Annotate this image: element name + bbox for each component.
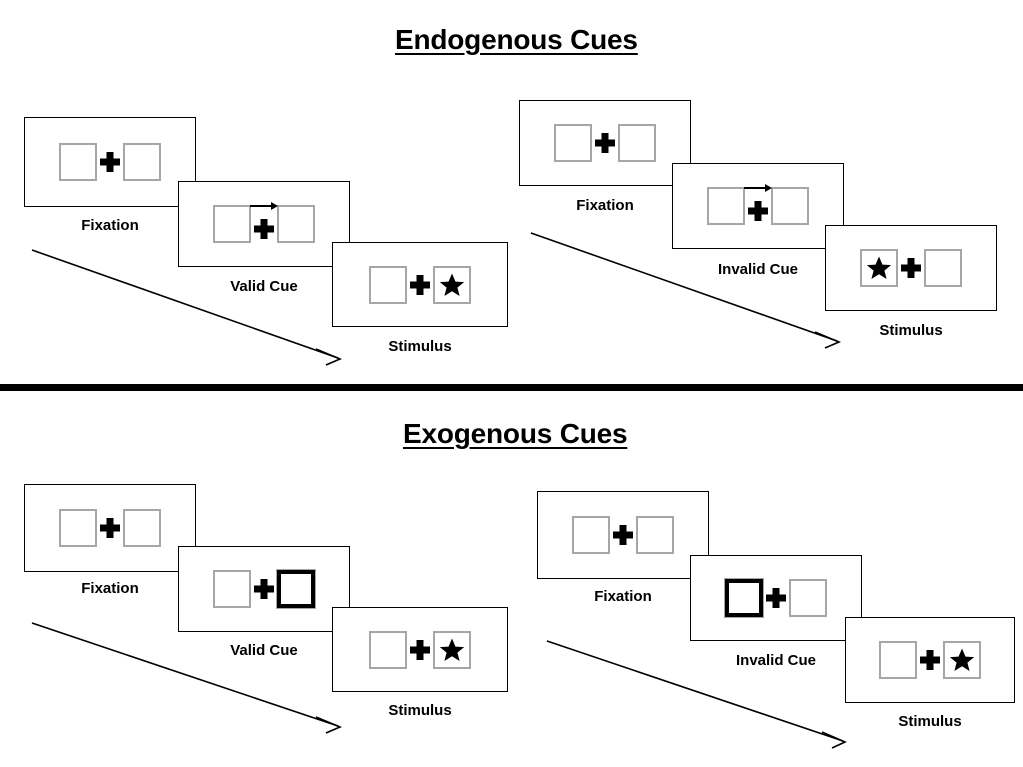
placeholder-box-right: [636, 516, 674, 554]
placeholder-box-right: [123, 143, 161, 181]
placeholder-box-right: [433, 265, 471, 304]
plus-icon: [917, 641, 943, 679]
section-title-exogenous: Exogenous Cues: [403, 418, 628, 449]
section-title-endogenous: Endogenous Cues: [395, 24, 638, 55]
placeholder-box-left: [369, 265, 407, 304]
diagonal-arrow-icon-exo-valid: [30, 621, 350, 736]
plus-icon: [407, 266, 433, 304]
placeholder-box-left: [554, 124, 592, 162]
panel-endo-invalid-fixation: [519, 100, 691, 186]
plus-icon: [898, 249, 924, 287]
caption-endo-invalid-fixation: Fixation: [576, 197, 634, 214]
star-icon: [439, 637, 465, 663]
plus-icon: [763, 579, 789, 617]
plus-icon: [610, 516, 636, 554]
caption-exo-invalid-stimulus: Stimulus: [898, 713, 962, 730]
panel-content: [333, 265, 507, 304]
caption-exo-invalid-cue: Invalid Cue: [735, 652, 817, 669]
placeholder-box-left: [369, 630, 407, 669]
placeholder-box-right-cued: [276, 569, 316, 609]
panel-exo-valid-cue: [178, 546, 350, 632]
plus-icon: [407, 631, 433, 669]
placeholder-box-left: [59, 509, 97, 547]
panel-content: [25, 143, 195, 181]
panel-content: [691, 578, 861, 618]
placeholder-box-left: [59, 143, 97, 181]
panel-content: [333, 630, 507, 669]
placeholder-box-right: [771, 187, 809, 225]
plus-icon: [251, 570, 277, 608]
panel-content: [520, 124, 690, 162]
panel-content: [846, 641, 1014, 679]
caption-endo-invalid-stimulus: Stimulus: [879, 322, 943, 339]
caption-exo-valid-stimulus: Stimulus: [388, 702, 452, 719]
panel-endo-valid-fixation: [24, 117, 196, 207]
right-arrow-icon: [249, 201, 279, 213]
caption-endo-valid-fixation: Fixation: [81, 217, 139, 234]
plus-icon: [97, 143, 123, 181]
placeholder-box-left: [572, 516, 610, 554]
panel-content: [179, 569, 349, 609]
plus-icon: [592, 124, 618, 162]
panel-endo-invalid-stimulus: [825, 225, 997, 311]
plus-icon: [743, 183, 773, 229]
diagonal-arrow-icon-endo-invalid: [529, 231, 849, 351]
plus-icon: [97, 509, 123, 547]
panel-exo-invalid-cue: [690, 555, 862, 641]
right-arrow-icon: [743, 183, 773, 195]
star-icon: [439, 272, 465, 298]
placeholder-box-right: [618, 124, 656, 162]
panel-exo-invalid-fixation: [537, 491, 709, 579]
panel-content: [826, 249, 996, 287]
section-divider: [0, 384, 1023, 391]
caption-exo-invalid-fixation: Fixation: [594, 588, 652, 605]
placeholder-box-right: [924, 249, 962, 287]
star-icon: [866, 255, 892, 281]
placeholder-box-right: [277, 205, 315, 243]
panel-endo-invalid-cue: [672, 163, 844, 249]
panel-exo-valid-fixation: [24, 484, 196, 572]
plus-icon: [249, 201, 279, 247]
placeholder-box-right: [123, 509, 161, 547]
caption-exo-valid-cue: Valid Cue: [230, 642, 298, 659]
panel-exo-valid-stimulus: [332, 607, 508, 692]
panel-content: [25, 509, 195, 547]
placeholder-box-right: [943, 641, 981, 679]
panel-content: [538, 516, 708, 554]
caption-exo-valid-fixation: Fixation: [81, 580, 139, 597]
star-icon: [949, 647, 975, 673]
placeholder-box-left: [213, 570, 251, 608]
placeholder-box-right: [433, 630, 471, 669]
placeholder-box-left-cued: [724, 578, 764, 618]
caption-endo-valid-cue: Valid Cue: [230, 278, 298, 295]
placeholder-box-left: [213, 205, 251, 243]
placeholder-box-right: [789, 579, 827, 617]
placeholder-box-left: [707, 187, 745, 225]
caption-endo-invalid-cue: Invalid Cue: [717, 261, 799, 278]
caption-endo-valid-stimulus: Stimulus: [388, 338, 452, 355]
panel-endo-valid-cue: [178, 181, 350, 267]
panel-exo-invalid-stimulus: [845, 617, 1015, 703]
panel-content: [179, 201, 349, 247]
placeholder-box-left: [879, 641, 917, 679]
placeholder-box-left: [860, 249, 898, 287]
panel-content: [673, 183, 843, 229]
panel-endo-valid-stimulus: [332, 242, 508, 327]
